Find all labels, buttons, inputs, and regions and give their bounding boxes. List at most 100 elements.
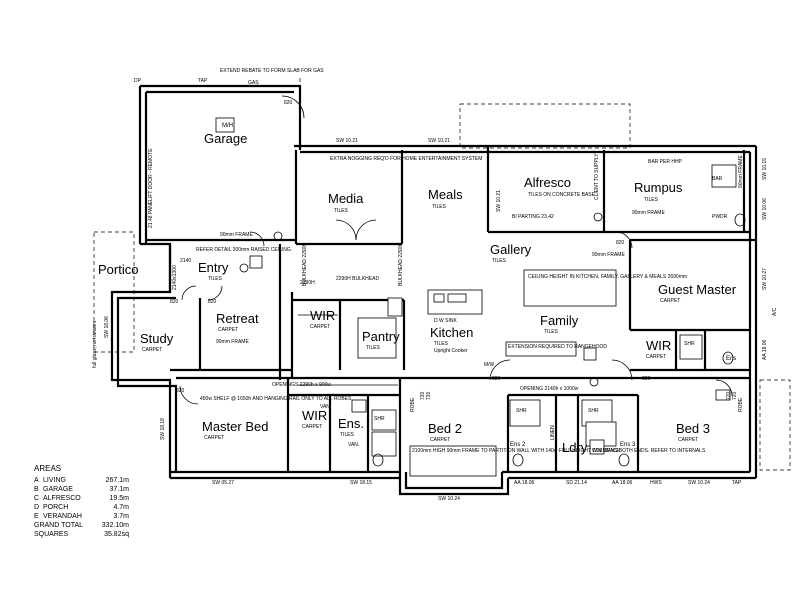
note-gas: GAS [248, 80, 259, 86]
note-aa-1806: AA 18.06 [514, 480, 535, 486]
note-sw-0527: SW 05.27 [212, 480, 234, 486]
detail-markers [239, 212, 603, 387]
note-bulkhead-left: BULKHEAD 2290H [302, 243, 308, 286]
squares-value: 35.82sq [104, 531, 129, 538]
note-van-a: VAN. [320, 404, 331, 410]
note-pwdr: PWDR [712, 214, 728, 220]
note-sw-1021-b: SW 10.21 [428, 138, 450, 144]
note-wm-space: W/M SPACE [592, 448, 621, 454]
note-frame-90-rumpus: 90mm FRAME [738, 155, 744, 188]
finish-ens-master: TILES [340, 432, 355, 438]
dim-820-d: 820 [208, 299, 217, 305]
garage-mh-label: M/H [222, 123, 233, 129]
dim-820-a: 820 [284, 100, 293, 106]
note-van-b: VAN. [348, 442, 359, 448]
finish-retreat: CARPET [218, 327, 238, 333]
dim-820-b: 820 [616, 240, 625, 246]
dim-820-g: 820 [176, 388, 185, 394]
detail-marker-icon [589, 377, 599, 387]
area-value: 267.1m [105, 477, 129, 484]
grand-total-label: GRAND TOTAL [34, 522, 84, 529]
room-ens2: Ens 2 [510, 442, 526, 448]
area-key: B [34, 486, 39, 493]
outer-walls [110, 84, 758, 496]
note-upright-cooker: Upright Cooker [434, 348, 468, 354]
note-sw-1806: SW 18.06 [104, 316, 110, 338]
note-tap-bottom: TAP [732, 480, 742, 486]
note-full-glass: full glass, no transom [92, 321, 98, 368]
note-bar: BAR [712, 176, 723, 182]
note-garage-door: 21.48 PANELIFT DOOR - REMOTE [148, 148, 154, 228]
note-robe-a: ROBE [410, 397, 416, 412]
area-name: PORCH [43, 504, 69, 511]
note-sw-1021-a: SW 10.21 [336, 138, 358, 144]
area-name: ALFRESCO [43, 495, 81, 502]
note-ceiling-height: CEILING HEIGHT IN KITCHEN, FAMILY, GALLE… [528, 274, 687, 280]
dim-2140: 2140 [180, 258, 191, 264]
finish-alfresco: TILES ON CONCRETE BASE [528, 192, 596, 198]
room-wir-guest: WIR [646, 338, 671, 353]
note-sw-1024-bed2: SW 10.24 [438, 496, 460, 502]
note-refer-detail: REFER DETAIL 300mm RAISED CEILING. [196, 247, 292, 253]
room-ldry: Ldry [562, 440, 588, 455]
note-linen: LINEN [550, 425, 556, 440]
dim-720-a: 720 [420, 391, 426, 400]
note-hws: HWS [650, 480, 662, 486]
dim-820-c: 820 [170, 299, 179, 305]
room-bed2: Bed 2 [428, 421, 462, 436]
note-dw-sink: D.W SINK [434, 318, 457, 324]
note-sw-1024-bed3: SW 10.24 [688, 480, 710, 486]
area-key: D [34, 504, 40, 511]
note-extension-req: EXTENSION REQUIRED TO RANGEHOOD [508, 344, 607, 350]
note-tap-top: TAP [198, 78, 208, 84]
area-value: 3.7m [113, 513, 129, 520]
note-sw-1815: SW 18.15 [350, 480, 372, 486]
room-ens3: Ens 3 [620, 442, 636, 448]
fixtures [93, 78, 791, 477]
room-wir-master: WIR [302, 408, 327, 423]
note-openings: OPENINGS 2290h x 900w [272, 382, 331, 388]
room-wir-left: WIR [310, 308, 335, 323]
finish-bed2: CARPET [430, 437, 450, 443]
note-shr-d: SHR [684, 341, 695, 347]
area-value: 19.5m [109, 495, 129, 502]
note-aa-1806-side: AA 18.06 [762, 339, 768, 360]
finish-wir-guest: CARPET [646, 354, 666, 360]
room-meals: Meals [428, 187, 463, 202]
room-bed3: Bed 3 [676, 421, 710, 436]
finish-meals: TILES [432, 204, 447, 210]
finish-entry: TILES [208, 276, 223, 282]
note-ac: A/C [772, 307, 778, 316]
area-key: A [34, 477, 39, 484]
note-mw: M/W [484, 362, 495, 368]
note-aa-1806-b: AA 18.06 [612, 480, 633, 486]
finish-study: CARPET [142, 347, 162, 353]
detail-marker-icon [273, 231, 283, 241]
note-dp-top: DP [134, 78, 142, 84]
note-shelf: 450w SHELF @ 1650h AND HANGING RAIL ONLY… [200, 396, 353, 402]
note-extend-rebate: EXTEND REBATE TO FORM SLAB FOR GAS [220, 68, 324, 74]
annotations: EXTEND REBATE TO FORM SLAB FOR GAS TAP G… [92, 68, 778, 502]
room-guest-master: Guest Master [658, 282, 737, 297]
note-frame-90-rumpus-b: 90mm FRAME [632, 210, 665, 216]
room-media: Media [328, 191, 364, 206]
note-shr-c: SHR [588, 408, 599, 414]
finish-rumpus: TILES [644, 197, 659, 203]
note-sw-1015: SW 10.15 [762, 158, 768, 180]
dim-820-e: 820 [492, 376, 501, 382]
room-pantry: Pantry [362, 329, 400, 344]
finish-wir-master: CARPET [302, 424, 322, 430]
area-name: LIVING [43, 477, 66, 484]
note-sw-1006: SW 10.06 [762, 198, 768, 220]
detail-marker-icon [239, 263, 249, 273]
room-alfresco: Alfresco [524, 175, 571, 190]
note-frame-90-garage: 90mm FRAME [220, 232, 253, 238]
room-entry: Entry [198, 260, 229, 275]
dim-2290h: 2290H [300, 280, 315, 286]
area-key: C [34, 495, 40, 502]
note-bulkhead-2290: 2290H BULKHEAD [336, 276, 379, 282]
